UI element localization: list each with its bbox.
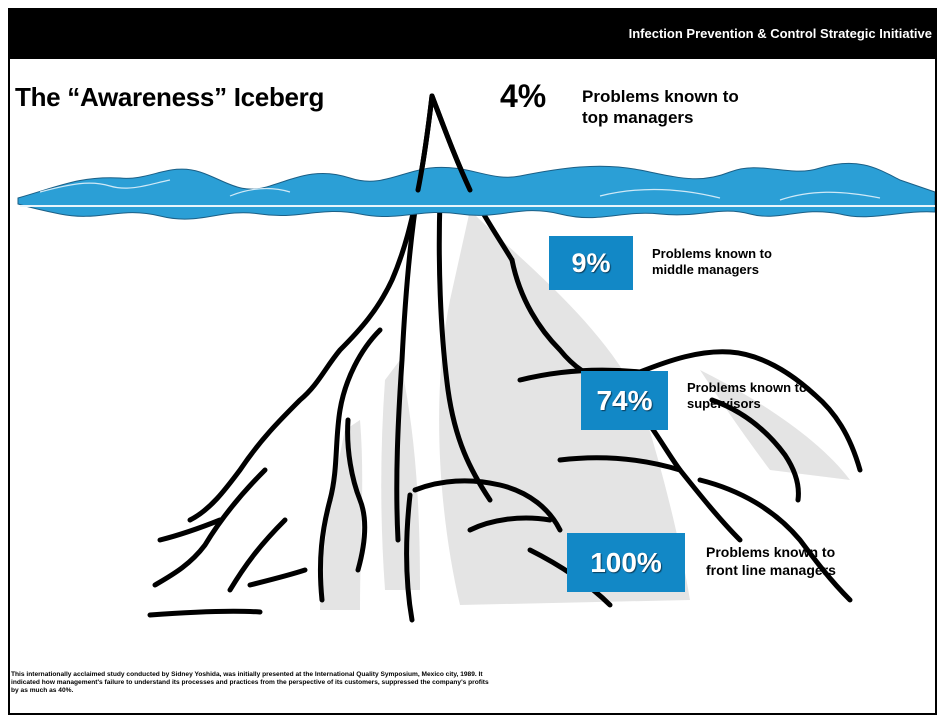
header-title: Infection Prevention & Control Strategic… bbox=[628, 26, 932, 41]
level-label-line: Problems known to bbox=[652, 246, 772, 261]
level-label-top-managers: Problems known to top managers bbox=[582, 86, 739, 129]
level-label-line: front line managers bbox=[706, 561, 836, 578]
level-label-line: middle managers bbox=[652, 262, 759, 278]
level-label-front-line-managers: Problems known to front line managers bbox=[706, 544, 836, 579]
level-label-line: supervisors bbox=[687, 396, 761, 412]
level-badge-supervisors: 74% bbox=[581, 371, 668, 430]
iceberg-peak bbox=[415, 93, 473, 193]
level-badge-middle-managers: 9% bbox=[549, 236, 633, 290]
water-waves bbox=[17, 162, 936, 220]
level-label-line: Problems known to bbox=[706, 544, 836, 560]
source-footnote: This internationally acclaimed study con… bbox=[11, 671, 489, 695]
slide-border bbox=[8, 8, 937, 715]
header-bar bbox=[8, 8, 937, 59]
level-label-middle-managers: Problems known to middle managers bbox=[652, 246, 772, 279]
level-label-line: Problems known to bbox=[687, 380, 807, 395]
level-badge-front-line-managers: 100% bbox=[567, 533, 685, 592]
level-percent-top-managers: 4% bbox=[500, 78, 547, 114]
slide-title: The “Awareness” Iceberg bbox=[15, 82, 325, 112]
level-label-supervisors: Problems known to supervisors bbox=[687, 380, 807, 413]
level-label-line: Problems known to bbox=[582, 87, 739, 106]
level-label-line: top managers bbox=[582, 108, 694, 128]
